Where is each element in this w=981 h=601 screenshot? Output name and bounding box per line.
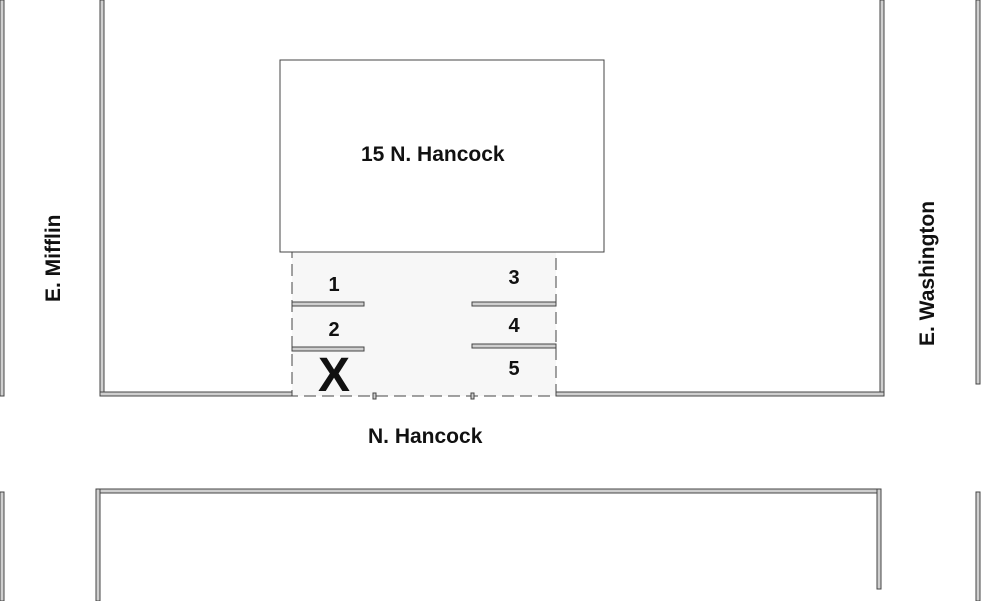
block-curb-bottom-left: [99, 391, 293, 397]
block-curb-right: [879, 0, 885, 397]
stall-divider: [291, 301, 365, 307]
block-curb-bottom-right: [555, 391, 885, 397]
street-label-south: N. Hancock: [368, 425, 483, 448]
parking-lot: [291, 251, 557, 397]
location-marker-x: X: [318, 349, 351, 402]
parking-space-number: 4: [508, 315, 520, 337]
parking-space-number: 2: [328, 319, 340, 341]
curb-far-left-bottom: [0, 491, 5, 601]
block-curb-left: [99, 0, 105, 397]
parking-space-number: 5: [508, 358, 520, 380]
stall-divider: [471, 301, 557, 307]
lower-curb-left: [95, 488, 101, 601]
parking-space-number: 1: [328, 274, 340, 296]
stall-divider: [471, 343, 557, 349]
curb-far-right-bottom: [975, 491, 981, 601]
building: [279, 59, 605, 253]
curb-far-left-top: [0, 0, 5, 397]
street-label-west: E. Mifflin: [42, 214, 65, 303]
lower-curb-right: [876, 488, 882, 590]
street-label-east: E. Washington: [916, 200, 939, 346]
curb-far-right-top: [975, 0, 981, 385]
lower-curb-top: [95, 488, 882, 494]
building-label: 15 N. Hancock: [361, 143, 505, 166]
driveway-post: [372, 392, 377, 400]
stall-divider: [291, 346, 365, 352]
driveway-post: [470, 392, 475, 400]
parking-space-number: 3: [508, 267, 520, 289]
